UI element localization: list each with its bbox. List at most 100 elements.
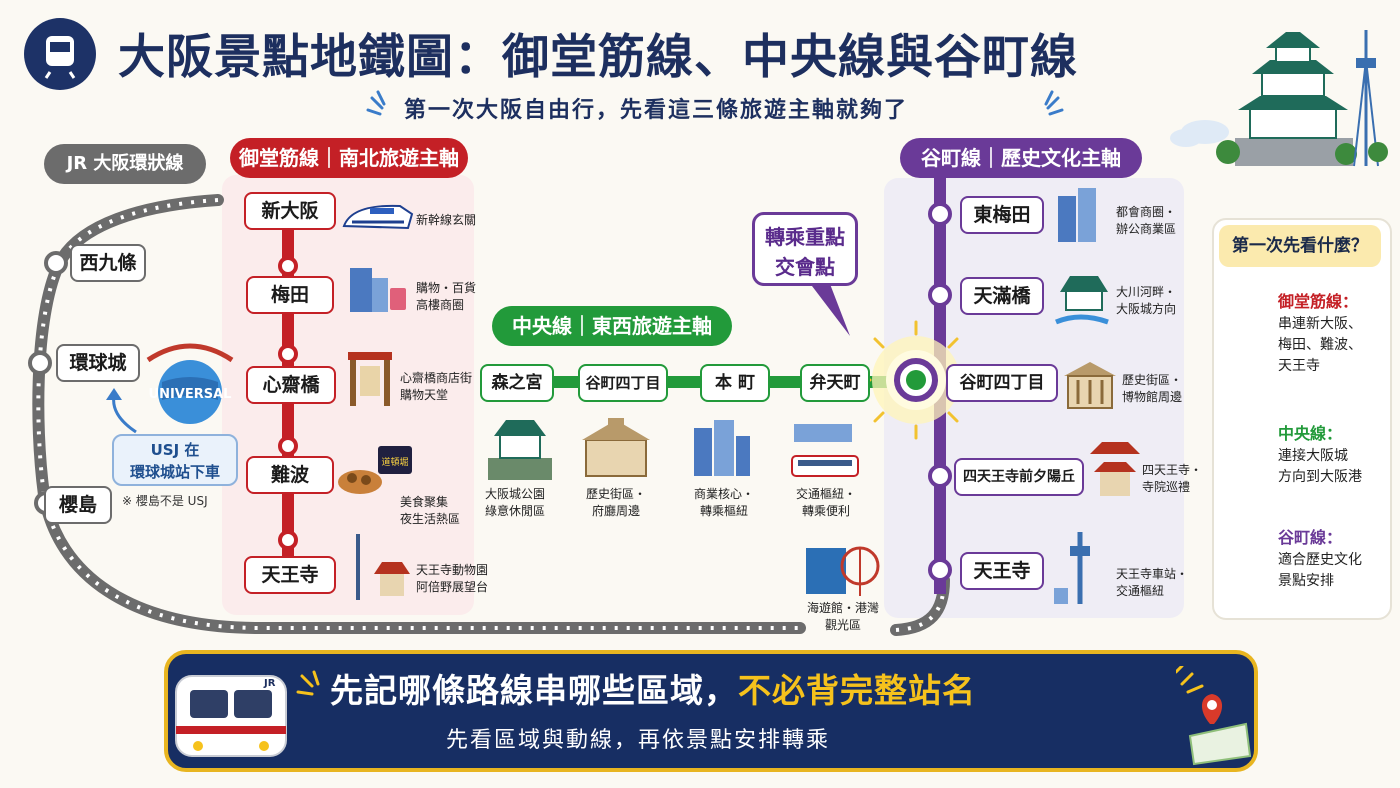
desc-higashi-umeda: 都會商圈・辦公商業區 (1116, 204, 1176, 238)
shopping-street-gate-icon (348, 352, 392, 406)
usj-arrow (112, 395, 137, 434)
station-universal-city[interactable]: 環球城 (56, 344, 140, 382)
subtitle-sparkle-icons (366, 90, 1064, 116)
metro-train-icon (24, 18, 96, 90)
page-subtitle: 第一次大阪自由行，先看這三條旅遊主軸就夠了 (404, 98, 909, 123)
desc-aquarium-port: 海遊館・港灣觀光區 (798, 600, 888, 634)
station-morinomiya[interactable]: 森之宮 (480, 364, 554, 402)
desc-tanimachi-4-chuo: 歷史街區・府廳周邊 (578, 486, 654, 520)
station-tennoji-midosuji[interactable]: 天王寺 (244, 556, 336, 594)
aquarium-ferris-wheel-icon (806, 546, 880, 596)
tsutenkaku-icon (1054, 532, 1090, 604)
jr-train-illustration: JR (175, 675, 287, 757)
castle-river-icon (1055, 276, 1109, 325)
desc-line: 商業核心・ (693, 487, 754, 501)
osaka-castle-icon (488, 420, 552, 480)
chuo-label: 中央線｜東西旅遊主軸 (492, 306, 732, 346)
tanimachi-label: 谷町線｜歷史文化主軸 (900, 138, 1142, 178)
bottom-banner (164, 650, 1258, 772)
usj-info-line-2: 環球城站下車 (129, 463, 220, 481)
usj-info-line-1: USJ 在 (150, 441, 200, 459)
desc-line: 大阪城公園 (484, 487, 545, 501)
desc-line: 四天王寺・ (1142, 463, 1203, 477)
sidebar-panel (1212, 218, 1392, 620)
desc-line: 辦公商業區 (1116, 222, 1177, 236)
desc-line: 天王寺動物園 (416, 563, 489, 577)
desc-line: 寺院巡禮 (1142, 480, 1191, 494)
desc-line: 梅田、難波、 (1278, 337, 1362, 353)
sidebar-desc-midosuji: 串連新大阪、 梅田、難波、 天王寺 (1278, 314, 1362, 377)
usj-logo-text: UNIVERSAL (149, 387, 232, 402)
desc-line: 歷史街區・ (585, 487, 646, 501)
desc-umeda: 購物・百貨高樓商圈 (416, 280, 476, 314)
usj-globe-icon (146, 343, 234, 424)
transfer-callout: 轉乘重點 交會點 (752, 212, 858, 286)
desc-line: 天王寺車站・ (1116, 567, 1189, 581)
desc-line: 購物・百貨 (416, 281, 477, 295)
shinkansen-icon (342, 204, 414, 230)
desc-morinomiya: 大阪城公園綠意休閒區 (478, 486, 552, 520)
station-tanimachi-4-tanimachi[interactable]: 谷町四丁目 (946, 364, 1058, 402)
midosuji-dots (278, 256, 298, 550)
desc-shinsaibashi: 心齋橋商店街購物天堂 (400, 370, 472, 404)
banner-sparkle-left-icon (296, 670, 320, 696)
jr-loop-label: JR 大阪環狀線 (44, 144, 206, 184)
desc-hommachi: 商業核心・轉乘樞紐 (686, 486, 762, 520)
callout-tail (812, 284, 850, 336)
station-namba[interactable]: 難波 (246, 456, 334, 494)
desc-line: 交通樞紐・ (795, 487, 856, 501)
desc-line: 歷史街區・ (1122, 373, 1183, 387)
sidebar-item-chuo: 中央線： (1278, 424, 1343, 443)
station-shinsaibashi[interactable]: 心齋橋 (246, 366, 336, 404)
desc-tennoji-midosuji: 天王寺動物園阿倍野展望台 (416, 562, 488, 596)
dotonbori-sign: 道頓堀 (381, 456, 408, 468)
desc-line: 適合歷史文化 (1278, 552, 1362, 568)
desc-line: 都會商圈・ (1116, 205, 1177, 219)
station-shitennoji-mae-yuhigaoka[interactable]: 四天王寺前夕陽丘 (954, 458, 1084, 496)
station-sakurajima[interactable]: 櫻島 (44, 486, 112, 524)
desc-line: 轉乘便利 (801, 504, 850, 518)
desc-line: 天王寺 (1278, 358, 1320, 374)
desc-line: 博物館周邊 (1122, 390, 1183, 404)
sidebar-item-tanimachi: 谷町線： (1278, 528, 1343, 547)
station-higashi-umeda[interactable]: 東梅田 (960, 196, 1044, 234)
desc-line: 綠意休閒區 (484, 504, 545, 518)
desc-line: 景點安排 (1278, 573, 1334, 589)
desc-line: 高樓商圈 (416, 298, 465, 312)
usj-info-box: USJ 在 環球城站下車 (112, 434, 238, 486)
train-icon (791, 424, 859, 477)
sidebar-desc-chuo: 連接大阪城 方向到大阪港 (1278, 446, 1362, 488)
desc-tanimachi-4-tanimachi: 歷史街區・博物館周邊 (1122, 372, 1182, 406)
sidebar-item-midosuji: 御堂筋線： (1278, 292, 1359, 311)
desc-line: 轉乘樞紐 (699, 504, 748, 518)
museum-icon (1064, 362, 1116, 409)
skyscraper-icon (1058, 188, 1096, 242)
tanimachi-dots (928, 202, 952, 582)
desc-line: 新幹線玄關 (416, 213, 477, 227)
usj-note: ※ 櫻島不是 USJ (122, 494, 208, 508)
station-bentencho[interactable]: 弁天町 (800, 364, 870, 402)
desc-line: 阿倍野展望台 (416, 580, 489, 594)
station-temmabashi[interactable]: 天滿橋 (960, 277, 1044, 315)
desc-line: 大川河畔・ (1116, 285, 1177, 299)
station-shin-osaka[interactable]: 新大阪 (244, 192, 336, 230)
station-tanimachi-4-chuo[interactable]: 谷町四丁目 (578, 364, 668, 402)
desc-line: 大阪城方向 (1116, 302, 1177, 316)
desc-line: 方向到大阪港 (1278, 469, 1362, 485)
station-hommachi[interactable]: 本 町 (700, 364, 770, 402)
station-tennoji-tanimachi[interactable]: 天王寺 (960, 552, 1044, 590)
desc-tennoji-tanimachi: 天王寺車站・交通樞紐 (1116, 566, 1188, 600)
transfer-glow-icon (856, 320, 976, 440)
desc-line: 串連新大阪、 (1278, 316, 1362, 332)
train-badge: JR (263, 678, 276, 689)
desc-line: 夜生活熱區 (400, 512, 461, 526)
desc-bentencho: 交通樞紐・轉乘便利 (786, 486, 866, 520)
desc-temmabashi: 大川河畔・大阪城方向 (1116, 284, 1176, 318)
desc-shin-osaka: 新幹線玄關 (416, 212, 476, 229)
tower-temple-icon (356, 534, 410, 600)
desc-shitennoji: 四天王寺・寺院巡禮 (1142, 462, 1202, 496)
midosuji-label: 御堂筋線｜南北旅遊主軸 (230, 138, 468, 178)
station-nishikujo[interactable]: 西九條 (70, 244, 146, 282)
station-umeda[interactable]: 梅田 (246, 276, 334, 314)
